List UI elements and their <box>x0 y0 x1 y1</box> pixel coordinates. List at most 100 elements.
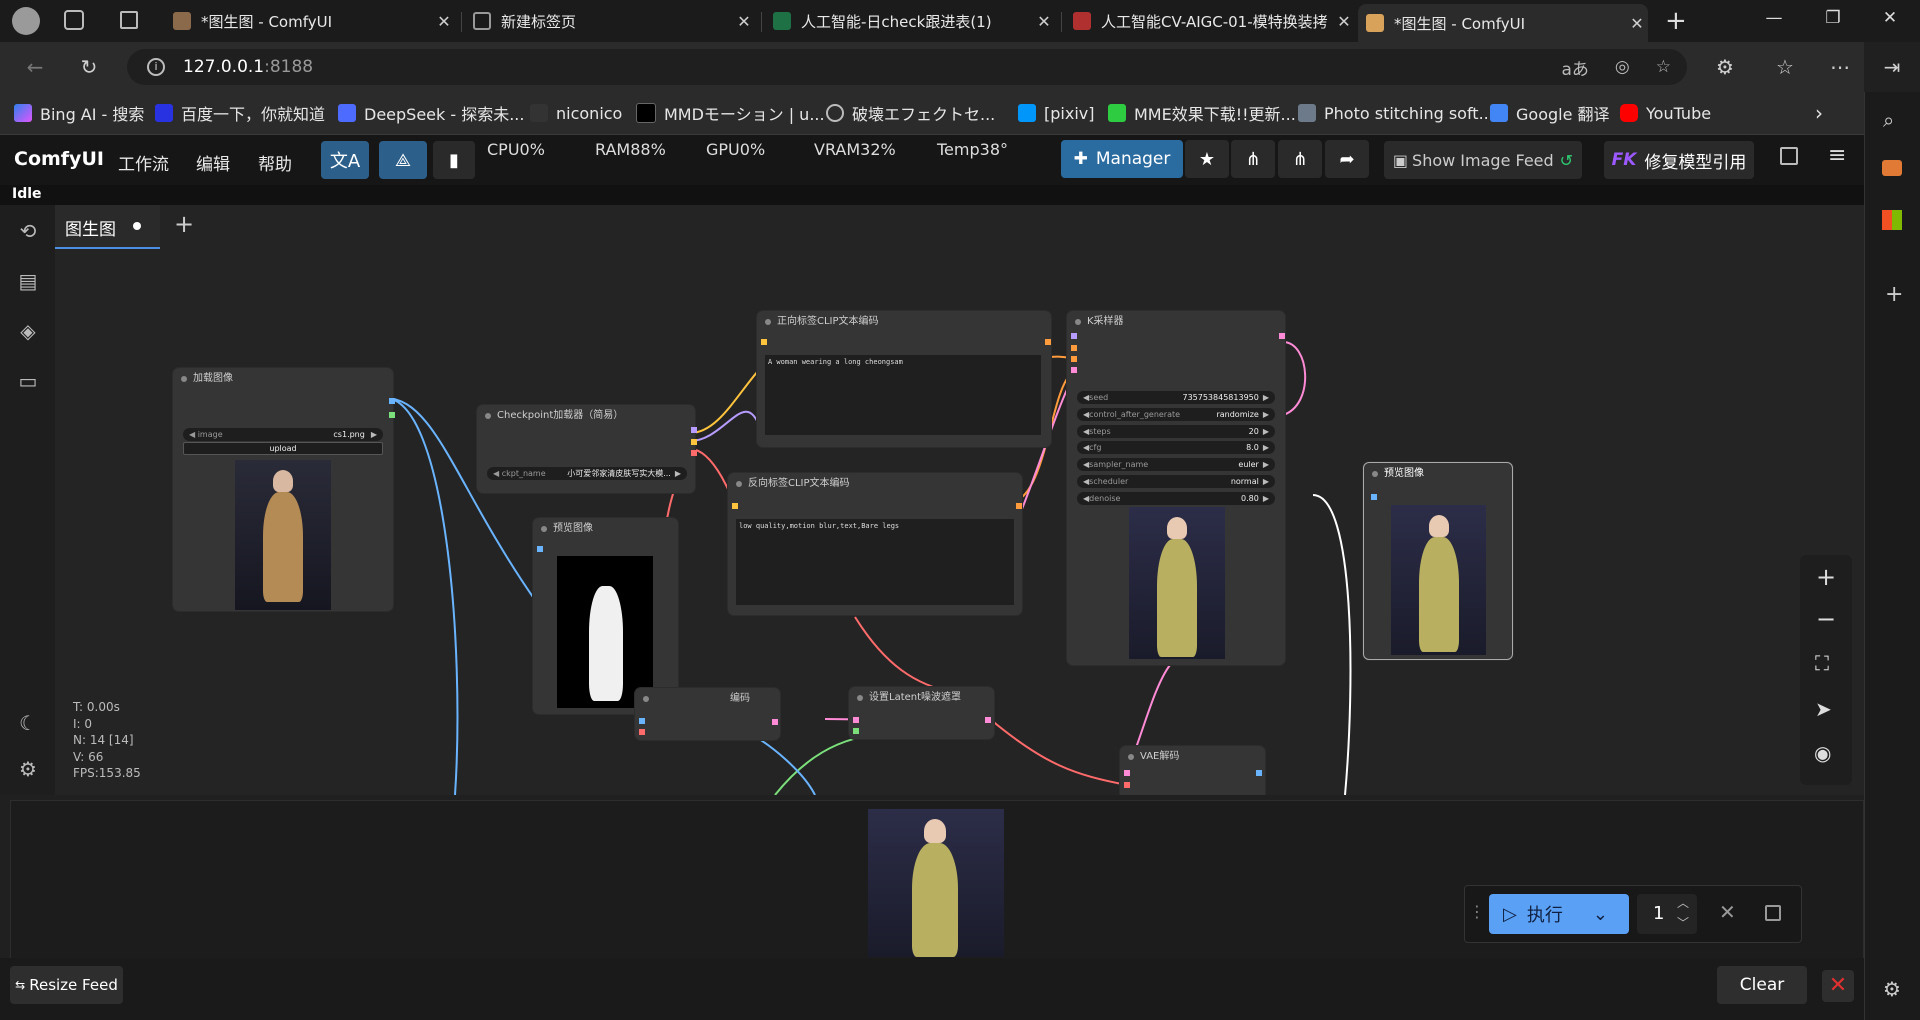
clear-feed-button[interactable]: Clear <box>1717 966 1807 1004</box>
bookmark-button[interactable]: ▮ <box>433 141 475 179</box>
panel-toggle-icon[interactable] <box>1780 147 1798 165</box>
browser-tab[interactable]: 人工智能CV-AIGC-01-模特换装拷 ✕ <box>1065 6 1355 36</box>
input-port[interactable] <box>853 728 859 734</box>
hamburger-menu-icon[interactable]: ≡ <box>1828 143 1847 168</box>
profile-avatar[interactable] <box>12 7 40 35</box>
favorites-icon[interactable]: ☆ <box>1776 55 1794 79</box>
browser-tab[interactable]: *图生图 - ComfyUI ✕ <box>165 6 455 36</box>
decrement-icon[interactable]: ﹀ <box>1677 916 1690 930</box>
output-port[interactable] <box>1045 339 1051 345</box>
close-icon[interactable]: ✕ <box>437 11 451 31</box>
star-button[interactable]: ★ <box>1185 140 1229 178</box>
show-image-feed-button[interactable]: ▣Show Image Feed↺ <box>1384 141 1582 179</box>
browser-tab[interactable]: 人工智能-日check跟进表(1) ✕ <box>765 6 1055 36</box>
bookmark[interactable]: Photo stitching soft... <box>1298 101 1494 125</box>
node-preview-mask[interactable]: 预览图像 <box>533 518 678 714</box>
input-port[interactable] <box>853 717 859 723</box>
node-negative-prompt[interactable]: 反向标签CLIP文本编码 low quality,motion blur,tex… <box>728 473 1022 615</box>
negative-prompt-textarea[interactable]: low quality,motion blur,text,Bare legs <box>736 519 1014 605</box>
eye-icon[interactable]: ◉ <box>1814 741 1832 765</box>
input-port[interactable] <box>1071 345 1077 351</box>
output-port[interactable] <box>691 439 697 445</box>
new-tab-button[interactable]: + <box>1665 6 1687 36</box>
drag-handle-icon[interactable]: ⋮ <box>1469 902 1485 921</box>
node-positive-prompt[interactable]: 正向标签CLIP文本编码 A woman wearing a long cheo… <box>757 311 1051 447</box>
edge-icon[interactable]: ◎ <box>1614 57 1630 77</box>
manager-button[interactable]: ✚Manager <box>1061 140 1183 178</box>
input-port[interactable] <box>639 718 645 724</box>
input-port[interactable] <box>1071 333 1077 339</box>
output-port[interactable] <box>1279 333 1285 339</box>
node-vae-encode[interactable]: 编码 <box>635 688 780 740</box>
input-port[interactable] <box>537 546 543 552</box>
extensions-icon[interactable]: ⚙ <box>1716 55 1734 79</box>
close-icon[interactable]: ✕ <box>737 11 751 31</box>
stop-square-icon[interactable] <box>1765 905 1781 921</box>
window-close-button[interactable]: ✕ <box>1882 8 1898 28</box>
browser-tab[interactable]: 新建标签页 ✕ <box>465 6 755 36</box>
batch-count-input[interactable]: 1 ︿ ﹀ <box>1637 894 1697 934</box>
input-port[interactable] <box>1124 770 1130 776</box>
output-port[interactable] <box>1256 770 1262 776</box>
node-vae-decode[interactable]: VAE解码 <box>1120 746 1265 795</box>
settings-gear-icon[interactable]: ⚙ <box>1883 977 1901 1001</box>
output-port[interactable] <box>772 719 778 725</box>
briefcase-icon[interactable] <box>1882 160 1902 176</box>
run-button[interactable]: ▷执行⌄ <box>1489 894 1629 934</box>
menu-edit[interactable]: 编辑 <box>196 155 230 175</box>
restore-button[interactable]: ❐ <box>1825 8 1841 28</box>
fit-view-icon[interactable]: ⛶ <box>1815 651 1829 675</box>
search-icon[interactable]: ⌕ <box>1883 108 1895 132</box>
feed-image[interactable] <box>868 809 1004 957</box>
resize-feed-button[interactable]: ⇆Resize Feed <box>10 966 123 1004</box>
close-icon[interactable]: ✕ <box>1337 11 1351 31</box>
positive-prompt-textarea[interactable]: A woman wearing a long cheongsam <box>765 355 1041 435</box>
output-port[interactable] <box>389 398 395 404</box>
output-port[interactable] <box>389 412 395 418</box>
new-workflow-tab-button[interactable]: + <box>174 210 195 238</box>
browser-tab-active[interactable]: *图生图 - ComfyUI ✕ <box>1358 4 1648 42</box>
bookmark[interactable]: [pixiv] <box>1018 101 1094 125</box>
address-bar[interactable]: i 127.0.0.1 :8188 aあ ◎ ☆ <box>127 49 1687 85</box>
bookmark[interactable]: MMDモーション | u... <box>636 101 825 125</box>
input-port[interactable] <box>1371 494 1377 500</box>
input-port[interactable] <box>1071 367 1077 373</box>
sidebar-toggle-icon[interactable]: ⇥ <box>1883 55 1901 79</box>
bookmark[interactable]: 破壊エフェクトセ... <box>826 101 995 125</box>
upload-button[interactable]: upload <box>183 442 383 455</box>
output-port[interactable] <box>691 450 697 456</box>
add-icon[interactable]: + <box>1885 282 1904 307</box>
workflow-tab[interactable]: 图生图 <box>55 205 160 249</box>
crystools-button[interactable]: ⟁ <box>379 141 427 179</box>
model-cube-icon[interactable]: ◈ <box>20 319 36 343</box>
chevron-right-icon[interactable]: › <box>1815 101 1823 125</box>
share-button-2[interactable]: ⋔ <box>1278 140 1322 178</box>
close-feed-button[interactable]: ✕ <box>1822 970 1854 1002</box>
favorite-star-icon[interactable]: ☆ <box>1655 57 1671 77</box>
cancel-run-icon[interactable]: ✕ <box>1719 900 1736 924</box>
zoom-in-icon[interactable]: + <box>1816 563 1837 591</box>
output-port[interactable] <box>691 427 697 433</box>
vertical-tabs-icon[interactable] <box>120 11 138 29</box>
history-icon[interactable]: ⟲ <box>19 219 37 243</box>
locate-icon[interactable]: ➤ <box>1815 697 1832 721</box>
bookmark[interactable]: niconico <box>530 101 622 125</box>
translate-button[interactable]: 文A <box>321 141 369 179</box>
zoom-out-icon[interactable]: − <box>1816 605 1837 633</box>
close-icon[interactable]: ✕ <box>1037 11 1051 31</box>
bookmark[interactable]: DeepSeek - 探索未... <box>338 101 524 125</box>
bookmark[interactable]: Bing AI - 搜索 <box>14 101 144 125</box>
read-aloud-icon[interactable]: aあ <box>1561 59 1589 80</box>
folder-icon[interactable]: ▭ <box>18 369 38 393</box>
share-button-1[interactable]: ⋔ <box>1231 140 1275 178</box>
theme-moon-icon[interactable]: ☾ <box>19 711 37 735</box>
